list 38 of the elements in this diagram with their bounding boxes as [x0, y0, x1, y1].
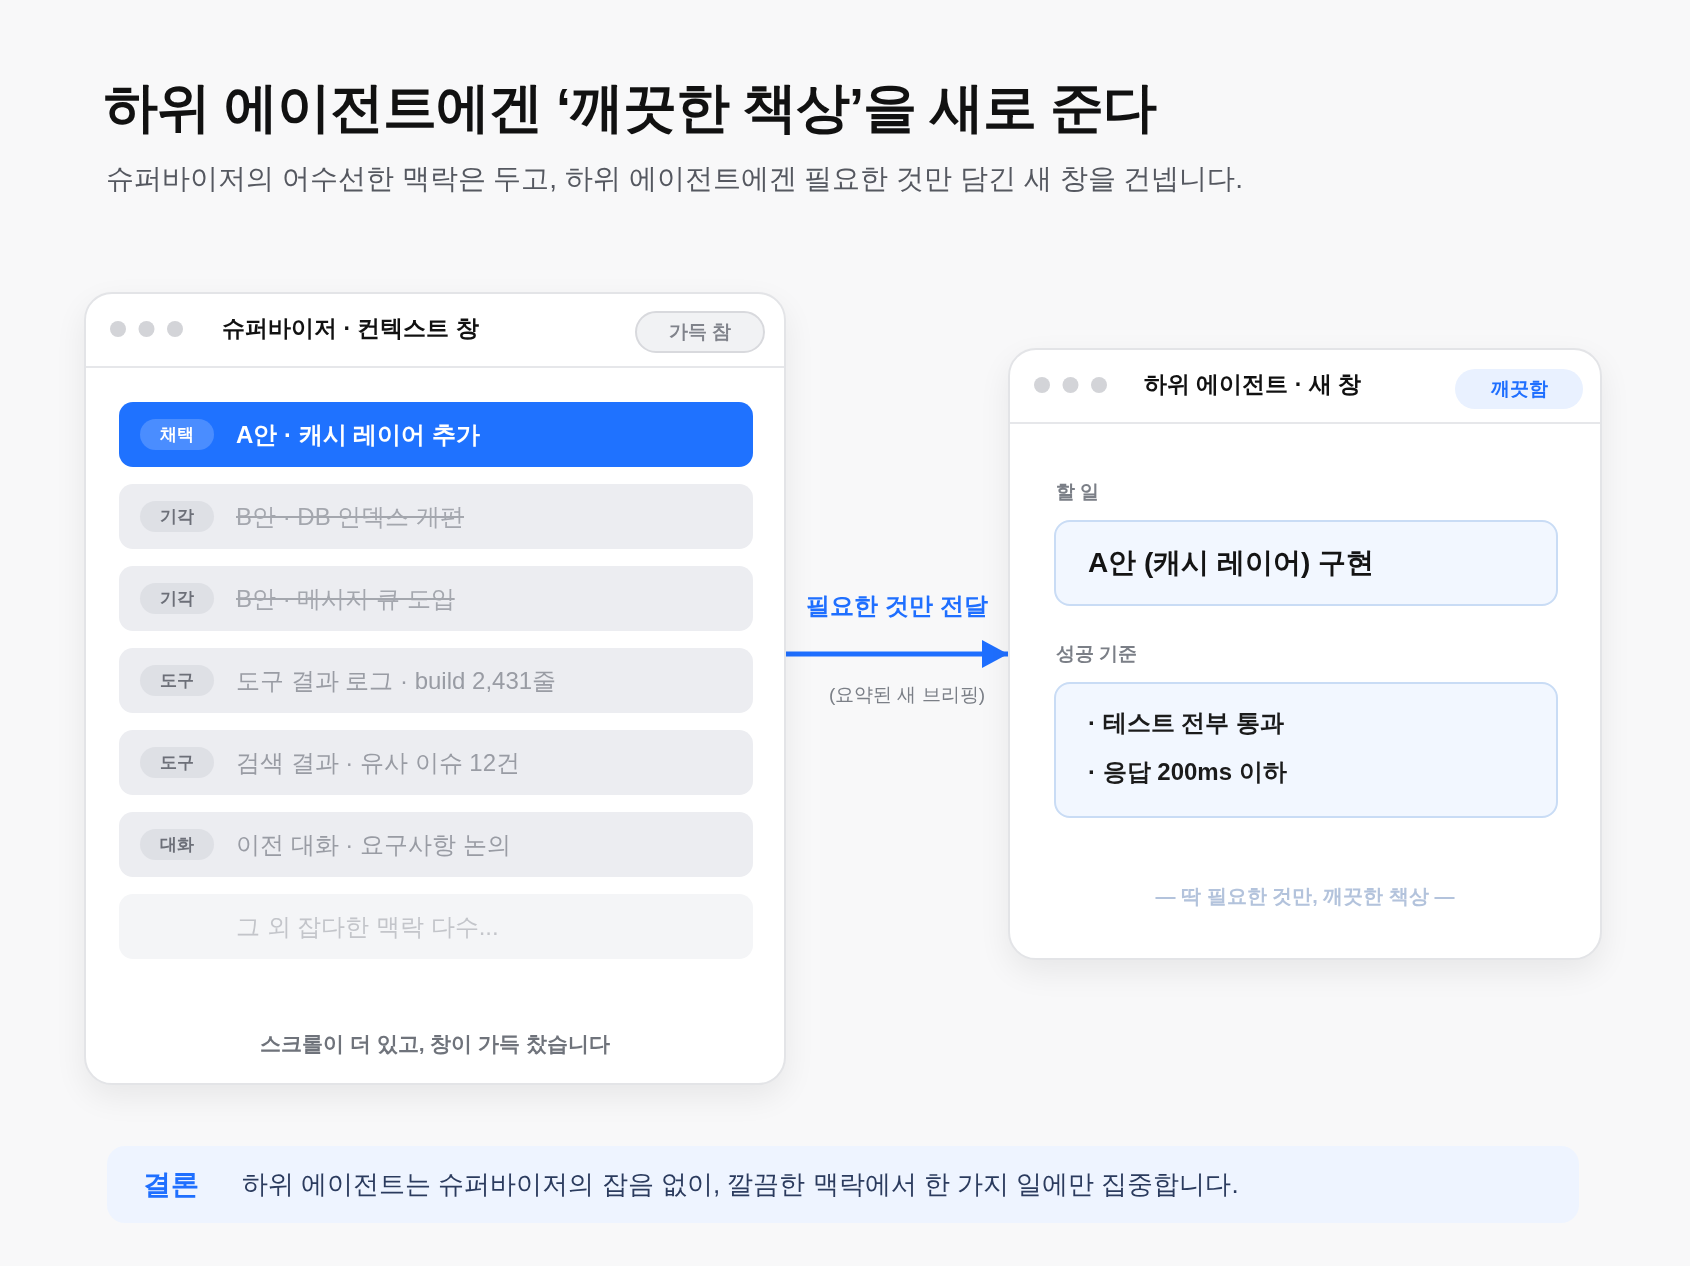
item-text: 도구 결과 로그 · build 2,431줄 [236, 666, 557, 696]
item-text: 이전 대화 · 요구사항 논의 [236, 830, 511, 860]
item-text: A안 · 캐시 레이어 추가 [236, 420, 480, 450]
status-tag: 도구 [140, 747, 214, 778]
context-item [119, 402, 753, 467]
context-item [119, 730, 753, 795]
page-subtitle: 슈퍼바이저의 어수선한 맥락은 두고, 하위 에이전트에겐 필요한 것만 담긴 새 창을 건넵니다. [106, 162, 1244, 196]
context-window [84, 292, 786, 1085]
context-item [119, 484, 753, 549]
page-title: 하위 에이전트에겐 ‘깨끗한 책상’을 새로 준다 [104, 76, 1157, 139]
item-text: B안 · DB 인덱스 개편 [236, 502, 464, 532]
status-tag: 기각 [140, 583, 214, 614]
status-tag: 채택 [140, 419, 214, 450]
window-title: 하위 에이전트 · 새 창 [1144, 370, 1362, 399]
context-item [119, 812, 753, 877]
status-tag: 가득 참 [635, 311, 765, 353]
field-heading: 할 일 [1056, 480, 1100, 504]
context-item [119, 566, 753, 631]
status-tag: 기각 [140, 501, 214, 532]
agent-window [1008, 348, 1602, 960]
edge-label: 필요한 것만 전달 [806, 591, 988, 621]
window-tagline: — 딱 필요한 것만, 깨끗한 책상 — [1155, 884, 1455, 909]
context-item [119, 648, 753, 713]
window-footnote: 스크롤이 더 있고, 창이 가득 찼습니다 [260, 1031, 610, 1057]
field-heading: 성공 기준 [1056, 642, 1138, 666]
item-text: 검색 결과 · 유사 이슈 12건 [236, 748, 521, 778]
item-text: B안 · 메시지 큐 도입 [236, 584, 455, 614]
conclusion-text: 하위 에이전트는 슈퍼바이저의 잡음 없이, 깔끔한 맥락에서 한 가지 일에만 집중합니다. [242, 1168, 1239, 1201]
status-tag: 깨끗함 [1455, 369, 1583, 409]
window-title: 슈퍼바이저 · 컨텍스트 창 [222, 314, 479, 343]
conclusion-label: 결론 [143, 1168, 199, 1202]
arrow [786, 640, 1008, 668]
edge-note: (요약된 새 브리핑) [828, 683, 986, 707]
status-tag: 도구 [140, 665, 214, 696]
criteria-item: · 테스트 전부 통과 [1088, 708, 1284, 738]
criteria-item: · 응답 200ms 이하 [1088, 757, 1287, 787]
task-text: A안 (캐시 레이어) 구현 [1088, 546, 1375, 580]
status-tag: 대화 [140, 829, 214, 860]
